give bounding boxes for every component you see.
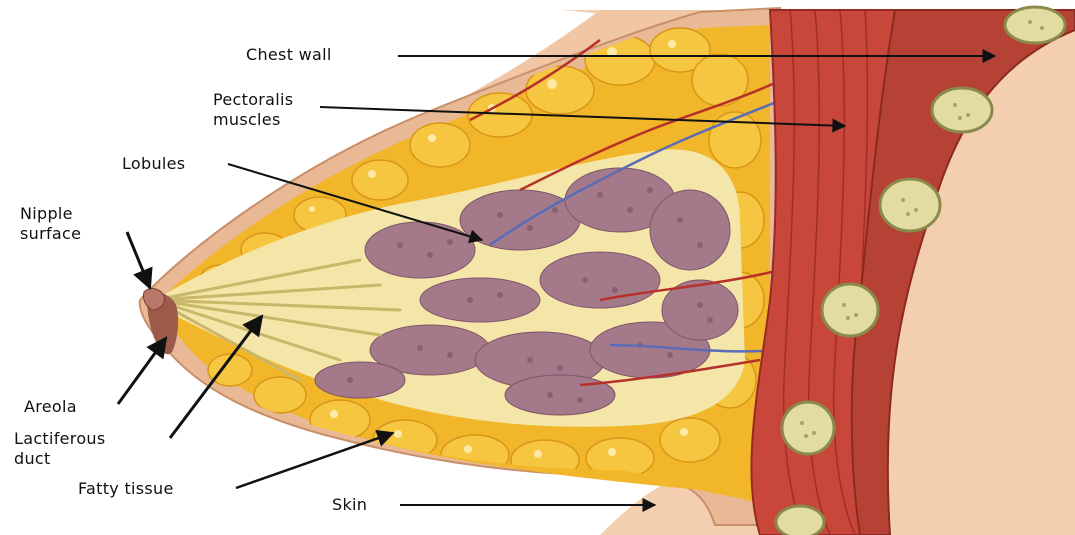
arrow-nipple <box>127 232 150 288</box>
label-lobules: Lobules <box>122 154 185 174</box>
label-nipple-surface: Nipple surface <box>20 204 81 244</box>
label-pectoralis-line1: Pectoralis <box>213 90 293 110</box>
label-nipple-line1: Nipple <box>20 204 81 224</box>
label-skin: Skin <box>332 495 367 515</box>
label-fatty-tissue: Fatty tissue <box>78 479 174 499</box>
label-lactiferous-line2: duct <box>14 449 106 469</box>
label-pectoralis-line2: muscles <box>213 110 293 130</box>
label-lactiferous-duct: Lactiferous duct <box>14 429 106 469</box>
label-lactiferous-line1: Lactiferous <box>14 429 106 449</box>
arrow-areola <box>118 338 166 404</box>
label-nipple-line2: surface <box>20 224 81 244</box>
arrow-fatty-tissue <box>236 433 393 488</box>
label-chest-wall: Chest wall <box>246 45 332 65</box>
label-pectoralis-muscles: Pectoralis muscles <box>213 90 293 130</box>
label-areola: Areola <box>24 397 77 417</box>
